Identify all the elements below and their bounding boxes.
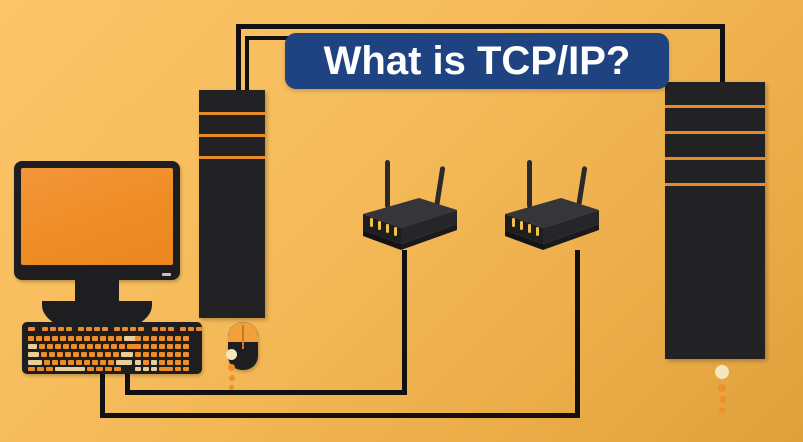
router-left-top-face bbox=[363, 198, 457, 228]
router-right-antenna-1 bbox=[527, 160, 532, 208]
server-tower-left bbox=[199, 90, 265, 390]
cable-tower-left-vertical-up bbox=[236, 24, 241, 96]
cable-banner-horizontal bbox=[245, 36, 289, 40]
tower-right-bay-divider bbox=[665, 183, 765, 186]
cable-top-horizontal bbox=[236, 24, 725, 29]
router-left-antenna-2 bbox=[433, 166, 446, 210]
cable-router-left-drop bbox=[402, 250, 407, 395]
cable-router-left-to-keyboard-riser bbox=[125, 372, 130, 395]
router-right-led-4 bbox=[536, 227, 539, 236]
router-left-led-3 bbox=[386, 224, 389, 233]
router-right-led-1 bbox=[512, 218, 515, 227]
cable-router-right-drop bbox=[575, 250, 580, 418]
mouse-scroll-wheel bbox=[242, 325, 244, 349]
cable-router-right-to-keyboard-riser bbox=[100, 370, 105, 418]
tower-right-status-led-icon bbox=[719, 407, 725, 413]
wireless-router-left bbox=[333, 158, 461, 258]
monitor-bezel bbox=[14, 161, 180, 280]
server-tower-right bbox=[665, 82, 765, 413]
router-right-base-lip-side bbox=[543, 224, 599, 250]
cable-router-right-horizontal bbox=[100, 413, 580, 418]
page-title: What is TCP/IP? bbox=[323, 39, 631, 83]
tower-left-bay-divider bbox=[199, 134, 265, 137]
mouse bbox=[228, 322, 258, 370]
router-right-base-lip bbox=[505, 230, 543, 250]
router-left-graphic bbox=[363, 160, 457, 250]
tower-left-bay-divider bbox=[199, 156, 265, 159]
router-right-graphic bbox=[505, 160, 599, 250]
cable-tower-left-secondary-riser bbox=[245, 36, 249, 96]
tower-left-status-led-icon bbox=[229, 385, 234, 390]
tower-left-bay-divider bbox=[199, 112, 265, 115]
tower-right-bay-divider bbox=[665, 131, 765, 134]
router-left-base-lip-side bbox=[401, 224, 457, 250]
page-title-banner: What is TCP/IP? bbox=[285, 33, 669, 89]
keyboard bbox=[22, 322, 202, 374]
router-right-side-face bbox=[543, 210, 599, 244]
router-left-antenna-1 bbox=[385, 160, 390, 208]
cable-router-left-horizontal bbox=[125, 390, 407, 395]
tower-left-status-led-icon bbox=[228, 364, 235, 371]
tower-right-power-led-icon bbox=[715, 365, 729, 379]
router-left-base-lip bbox=[363, 230, 401, 250]
tower-right-status-led-icon bbox=[719, 396, 726, 403]
cable-tower-right-vertical-down bbox=[720, 24, 725, 88]
router-right-led-3 bbox=[528, 224, 531, 233]
monitor-screen bbox=[21, 168, 173, 265]
router-left-led-1 bbox=[370, 218, 373, 227]
router-right-led-2 bbox=[520, 221, 523, 230]
tower-left-status-led-icon bbox=[229, 375, 235, 381]
tower-left-power-led-icon bbox=[226, 349, 237, 360]
tower-right-bay-divider bbox=[665, 157, 765, 160]
router-left-side-face bbox=[401, 210, 457, 244]
router-right-antenna-2 bbox=[575, 166, 588, 210]
wireless-router-right bbox=[475, 158, 603, 258]
router-left-led-4 bbox=[394, 227, 397, 236]
router-left-led-2 bbox=[378, 221, 381, 230]
tower-right-bay-divider bbox=[665, 105, 765, 108]
desktop-monitor bbox=[14, 161, 180, 331]
router-right-top-face bbox=[505, 198, 599, 228]
tower-right-status-led-icon bbox=[718, 384, 726, 392]
monitor-power-led-icon bbox=[162, 273, 171, 276]
